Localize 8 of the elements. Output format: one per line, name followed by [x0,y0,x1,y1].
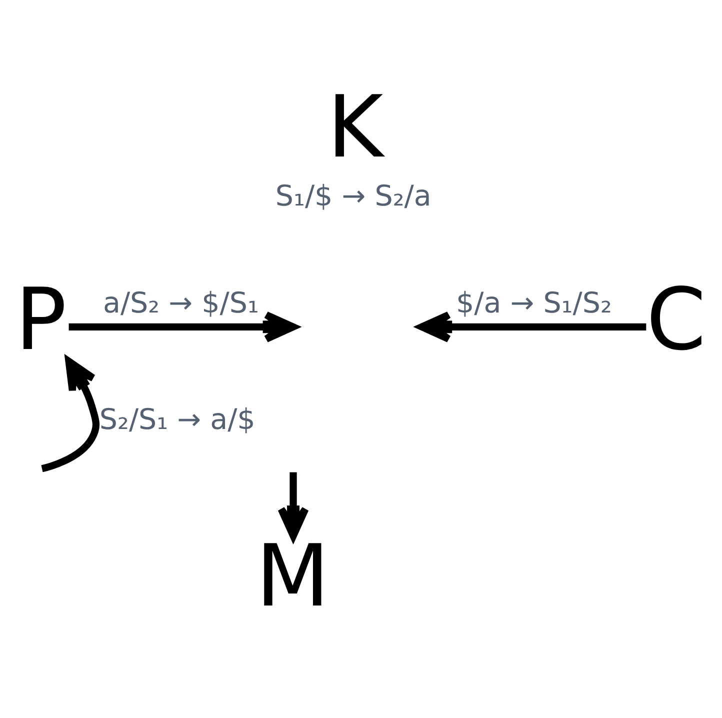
edge-label: S₂/S₁ → a/$ [99,403,256,436]
node-text: K [327,78,384,178]
node-text: C [646,271,706,370]
node-label: S₁/$ → S₂/a [275,179,432,212]
node-text: P [15,271,67,370]
edge-label: $/a → S₁/S₂ [456,286,612,320]
edge-label: a/S₂ → $/S₁ [102,286,259,320]
node-text: M [256,528,330,627]
